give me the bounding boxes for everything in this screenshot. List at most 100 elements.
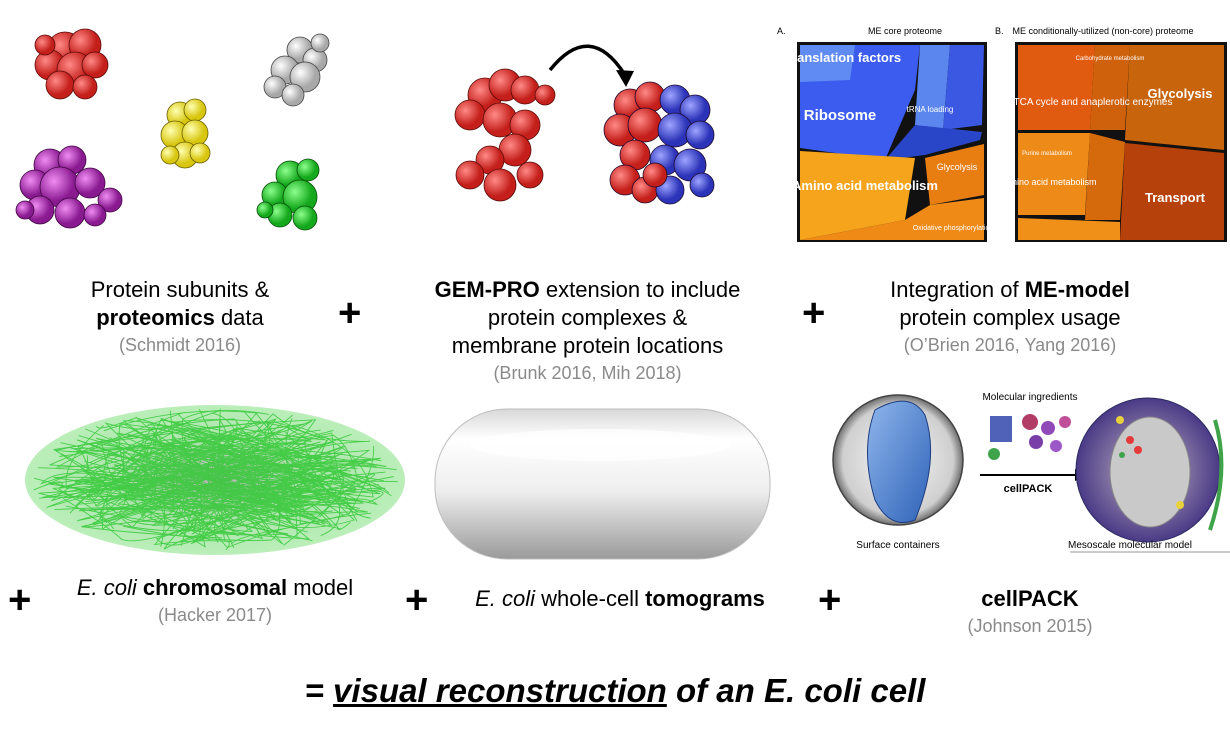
caption-tomogram-bold: tomograms — [645, 586, 765, 611]
caption-cellpack-bold: cellPACK — [981, 586, 1079, 611]
caption-subunits-line2: proteomics data — [30, 304, 330, 332]
chromosome-strand — [165, 413, 306, 471]
chromosome-strand — [104, 422, 292, 538]
protein-complex-illustration — [454, 44, 715, 205]
chromosome-strand — [201, 431, 309, 541]
caption-cellpack: cellPACK (Johnson 2015) — [890, 585, 1170, 639]
tomogram-cell-illustration — [434, 408, 771, 560]
chromosome-strands — [33, 408, 398, 551]
mesoscale-label: Mesoscale molecular model — [1068, 540, 1192, 551]
chromosome-strand — [169, 439, 392, 513]
caption-me-line2: protein complex usage — [899, 305, 1121, 330]
cellpack-arrow-label: cellPACK — [1004, 483, 1053, 495]
arrow-head — [616, 70, 634, 87]
chromosome-strand — [151, 420, 333, 526]
caption-subunits: Protein subunits & proteomics data (Schm… — [30, 276, 330, 358]
chromosome-strand — [248, 473, 375, 521]
chromosome-strand — [65, 443, 311, 540]
treemap-a-translation: Translation factors — [785, 50, 901, 65]
chromosome-strand — [55, 418, 259, 506]
citation-obrien-yang: (O’Brien 2016, Yang 2016) — [903, 335, 1117, 355]
caption-gempro-line2: protein complexes & — [487, 305, 688, 330]
chromosome-strand — [52, 429, 283, 530]
molecular-ingredients-label: Molecular ingredients — [982, 392, 1077, 403]
chromosome-strand — [221, 464, 325, 532]
chromosome-strand — [63, 488, 258, 542]
chromosome-strand — [69, 431, 216, 547]
caption-tomogram-italic: E. coli — [475, 586, 536, 611]
caption-tomogram-line1: E. coli whole-cell tomograms — [440, 585, 800, 613]
chromosome-strand — [104, 439, 316, 521]
treemap-b-carbo: Carbohydrate metabolism — [1076, 56, 1145, 62]
red-subunit — [34, 28, 109, 100]
chromosome-strand — [157, 448, 230, 525]
chromosome-strand — [78, 506, 209, 526]
plus-sign-4: + — [405, 578, 429, 622]
caption-subunits-rest: data — [214, 305, 264, 330]
chromosome-strand — [91, 488, 341, 537]
red-complex-left — [454, 68, 556, 202]
treemap-b-label: ME conditionally-utilized (non-core) pro… — [1012, 26, 1193, 36]
chromosome-strand — [46, 431, 390, 508]
final-suffix: of an E. coli cell — [666, 672, 926, 709]
me-model-treemaps: A. ME core proteome B. ME conditionally-… — [777, 26, 1227, 242]
treemap-a: Translation factors Ribosome tRNA loadin… — [785, 42, 993, 242]
surface-container — [832, 394, 964, 526]
citation-schmidt: (Schmidt 2016) — [118, 335, 242, 355]
caption-subunits-bold: proteomics — [96, 305, 215, 330]
citation-brunk-mih: (Brunk 2016, Mih 2018) — [493, 363, 682, 383]
caption-chromosome: E. coli chromosomal model (Hacker 2017) — [45, 574, 385, 628]
chromosome-strand — [153, 409, 269, 480]
caption-gempro: GEM-PRO extension to include protein com… — [395, 276, 780, 386]
final-underlined: visual reconstruction — [333, 672, 667, 709]
white-subunit — [263, 33, 330, 107]
protein-subunits-illustration — [15, 28, 330, 231]
caption-chromosome-italic: E. coli — [76, 575, 137, 600]
chromosome-strand — [135, 416, 331, 487]
chromosome-strand — [211, 412, 247, 551]
caption-gempro-rest: extension to include — [539, 277, 741, 302]
surface-containers-label: Surface containers — [856, 540, 939, 551]
treemap-b-amino: Amino acid metabolism — [1003, 177, 1096, 187]
chromosome-strand — [69, 418, 277, 469]
caption-me-line1: Integration of ME-model — [850, 276, 1170, 304]
chromosome-strand — [93, 465, 289, 536]
treemap-a-amino: Amino acid metabolism — [792, 178, 938, 193]
chromosome-strand — [33, 477, 317, 520]
mesoscale-model — [1075, 397, 1224, 543]
treemap-b-transport: Transport — [1145, 190, 1206, 205]
treemap-a-glycolysis: Glycolysis — [937, 162, 978, 172]
caption-chromosome-bold: chromosomal — [142, 575, 288, 600]
caption-gempro-line1: GEM-PRO extension to include — [395, 276, 780, 304]
citation-hacker: (Hacker 2017) — [157, 605, 273, 625]
chromosome-strand — [174, 476, 289, 518]
citation-johnson: (Johnson 2015) — [967, 616, 1093, 636]
magenta-subunit — [15, 145, 123, 229]
treemap-a-ribosome: Ribosome — [804, 107, 877, 124]
plus-sign-2: + — [802, 291, 826, 335]
caption-me-pre: Integration of — [890, 277, 1025, 302]
final-statement: = visual reconstruction of an E. coli ce… — [0, 672, 1230, 710]
caption-chromosome-line1: E. coli chromosomal model — [45, 574, 385, 602]
plus-sign-5: + — [818, 578, 842, 622]
caption-gempro-bold: GEM-PRO — [434, 277, 540, 302]
chromosome-strand — [192, 453, 315, 537]
treemap-b: TCA cycle and anaplerotic enzymes Glycol… — [1003, 42, 1227, 242]
plus-sign-1: + — [338, 291, 362, 335]
curved-arrow — [548, 44, 627, 76]
chromosome-model-illustration — [25, 405, 405, 555]
chromosome-strand — [155, 489, 382, 546]
cellpack-illustration: Surface containers Molecular ingredients… — [832, 392, 1230, 553]
treemap-b-purine: Purine metabolism — [1022, 151, 1072, 157]
chromosome-strand — [42, 477, 357, 546]
chromosome-strand — [133, 437, 379, 503]
caption-chromosome-rest: model — [287, 575, 354, 600]
treemap-a-label: ME core proteome — [868, 26, 942, 36]
chromosome-strand — [180, 418, 304, 549]
treemap-b-tca: TCA cycle and anaplerotic enzymes — [1014, 97, 1173, 108]
treemap-a-trna: tRNA loading — [907, 105, 954, 114]
caption-subunits-line1: Protein subunits & — [90, 277, 270, 302]
green-subunit — [256, 158, 320, 231]
caption-tomogram: E. coli whole-cell tomograms — [440, 585, 800, 613]
yellow-subunit — [160, 98, 211, 169]
